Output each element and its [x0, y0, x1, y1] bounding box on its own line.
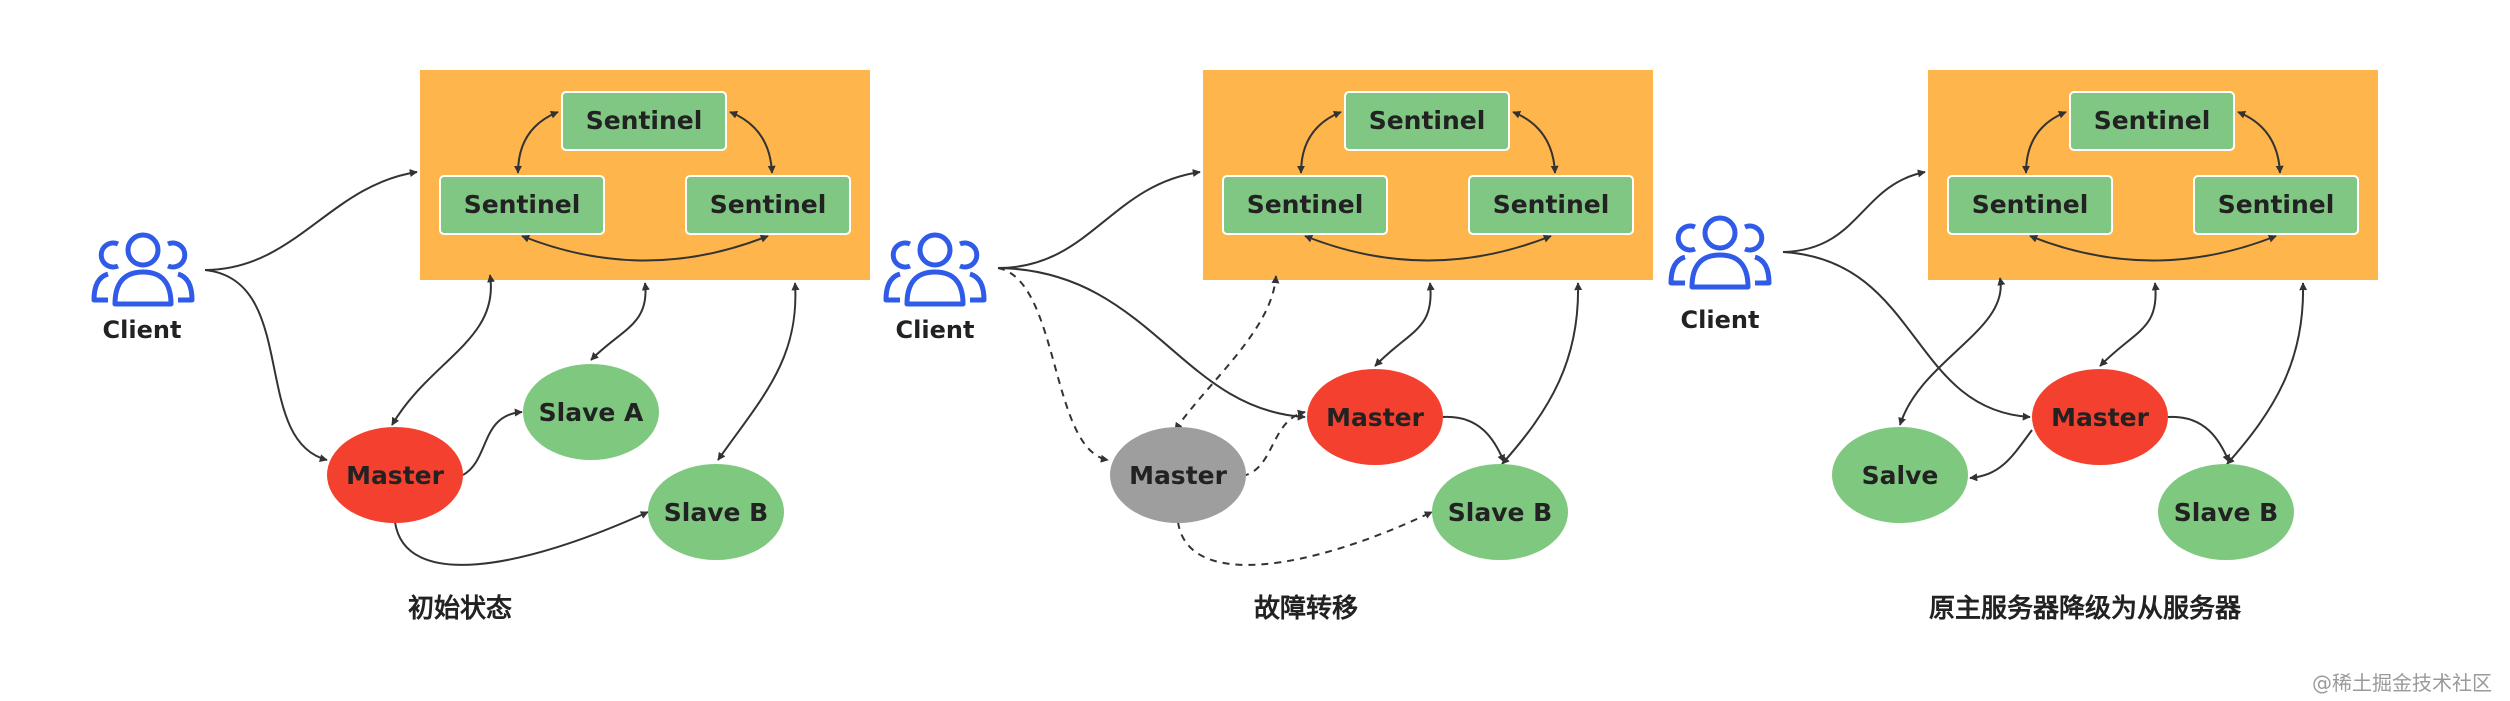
old-master-node — [1110, 427, 1246, 523]
sentinel-node-top — [2069, 91, 2235, 151]
sentinel-label: Sentinel — [2094, 106, 2211, 135]
edges — [1782, 110, 2308, 482]
sentinel-label: Sentinel — [1493, 190, 1610, 219]
old-master-label: Master — [1129, 461, 1228, 490]
master-node — [327, 427, 463, 523]
users-icon — [886, 235, 984, 304]
slave-b-node — [648, 464, 784, 560]
slave-b-node — [2158, 464, 2294, 560]
slave-a-node — [523, 364, 659, 460]
sentinel-node-right — [2193, 175, 2359, 235]
client-label: Client — [103, 316, 182, 344]
sentinel-label: Sentinel — [464, 190, 581, 219]
sentinel-node-top — [1344, 91, 1510, 151]
sentinel-node-left — [439, 175, 605, 235]
salve-node — [1832, 427, 1968, 523]
master-node — [2032, 369, 2168, 465]
users-icon — [94, 235, 192, 304]
panel-caption: 原主服务器降级为从服务器 — [1929, 593, 2242, 624]
sentinel-label: Sentinel — [1369, 106, 1486, 135]
edges — [204, 110, 800, 566]
salve-label: Salve — [1862, 461, 1939, 490]
sentinel-label: Sentinel — [710, 190, 827, 219]
users-icon — [1671, 218, 1769, 287]
sentinel-node-top — [561, 91, 727, 151]
panel-failover: Sentinel Sentinel Sentinel Client Master… — [886, 70, 1653, 624]
sentinel-label: Sentinel — [2218, 190, 2335, 219]
panel-demotion: Sentinel Sentinel Sentinel Client Salve … — [1671, 70, 2378, 624]
sentinel-node-right — [1468, 175, 1634, 235]
master-label: Master — [346, 461, 445, 490]
panel-caption: 初始状态 — [408, 593, 512, 624]
master-label: Master — [2051, 403, 2150, 432]
slave-a-label: Slave A — [539, 398, 644, 427]
dashed-edges — [997, 267, 1433, 566]
sentinel-label: Sentinel — [1247, 190, 1364, 219]
sentinel-node-left — [1222, 175, 1388, 235]
slave-b-label: Slave B — [1448, 498, 1552, 527]
panel-initial-state: Sentinel Sentinel Sentinel Client Master… — [94, 70, 870, 624]
sentinel-node-right — [685, 175, 851, 235]
watermark: @稀土掘金技术社区 — [2312, 671, 2492, 695]
panel-caption: 故障转移 — [1254, 593, 1358, 624]
client-label: Client — [896, 316, 975, 344]
sentinel-label: Sentinel — [586, 106, 703, 135]
slave-b-node — [1432, 464, 1568, 560]
slave-b-label: Slave B — [2174, 498, 2278, 527]
master-node — [1307, 369, 1443, 465]
client-label: Client — [1681, 306, 1760, 334]
master-label: Master — [1326, 403, 1425, 432]
slave-b-label: Slave B — [664, 498, 768, 527]
sentinel-node-left — [1947, 175, 2113, 235]
sentinel-label: Sentinel — [1972, 190, 2089, 219]
